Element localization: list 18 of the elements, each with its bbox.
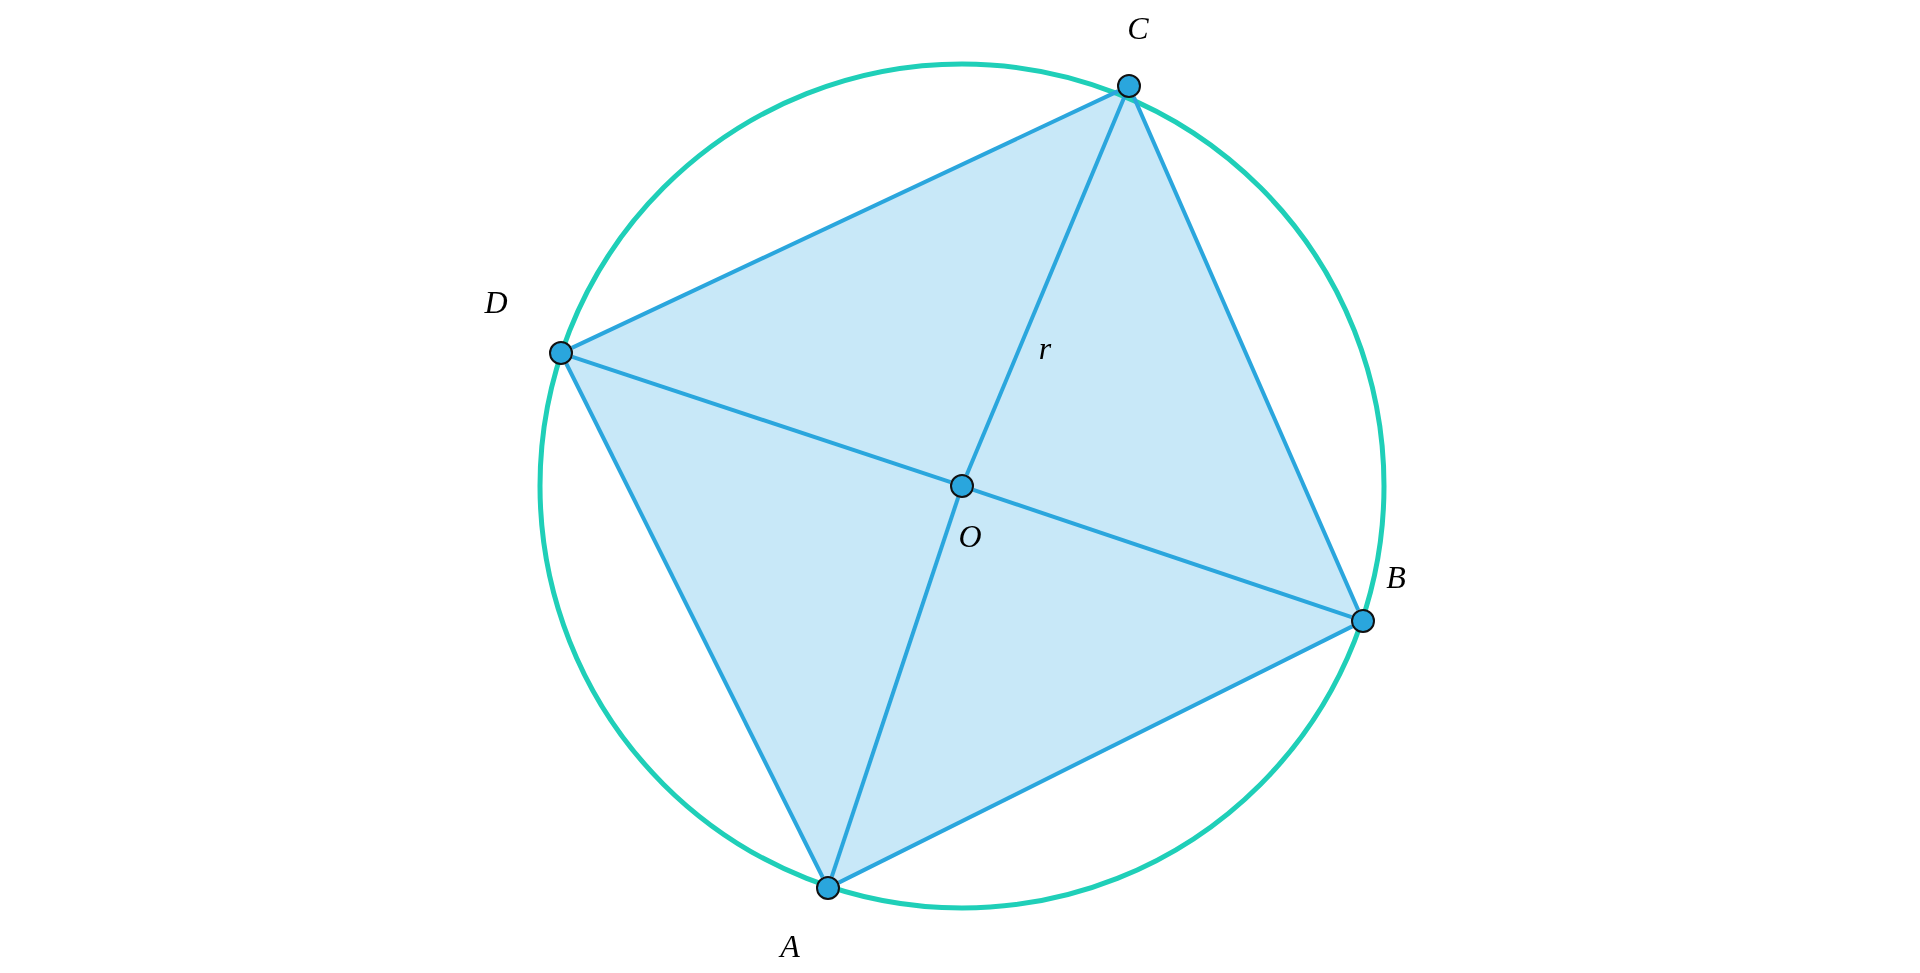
point-marker — [1351, 609, 1375, 633]
point-marker — [549, 341, 573, 365]
edge-label: r — [1038, 332, 1052, 364]
line-segment — [964, 96, 1127, 476]
point-label: B — [1386, 561, 1406, 593]
line-segment — [972, 487, 1353, 620]
point-label: O — [958, 520, 982, 552]
point-label: C — [1127, 12, 1149, 44]
line-segment — [837, 624, 1354, 885]
point-label: A — [780, 930, 800, 962]
line-segment — [1131, 96, 1361, 611]
line-segment — [571, 89, 1119, 350]
point-label: D — [484, 286, 508, 318]
point-marker — [816, 876, 840, 900]
line-segment — [564, 362, 825, 879]
line-segment — [829, 496, 961, 878]
line-segment — [571, 354, 952, 485]
point-marker — [1117, 74, 1141, 98]
